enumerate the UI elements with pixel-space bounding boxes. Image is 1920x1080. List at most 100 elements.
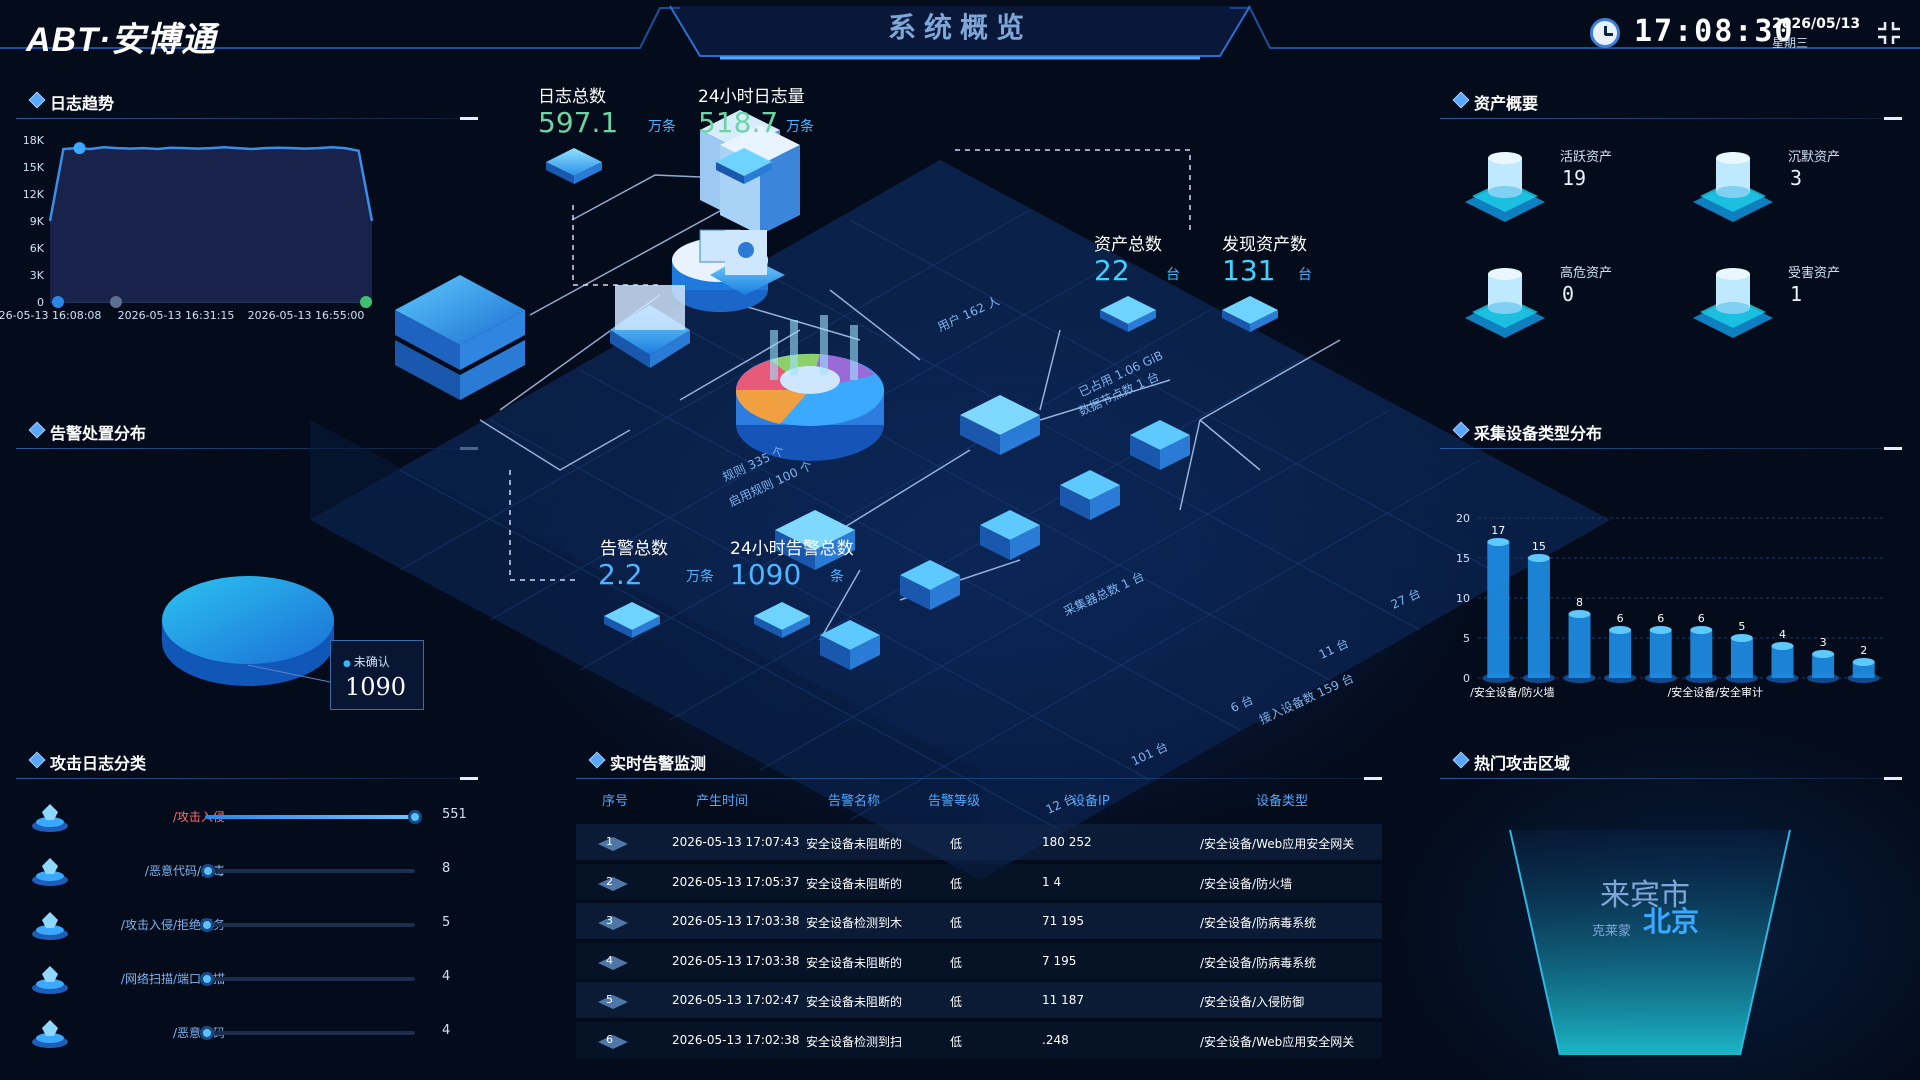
bar-cap (1852, 658, 1875, 666)
hot-region-collapse-button[interactable] (1884, 777, 1902, 780)
trend-line (48, 145, 374, 222)
asset-total-unit: 台 (1166, 267, 1180, 283)
bar[interactable] (1609, 630, 1632, 678)
cell-type: /安全设备/Web应用安全网关 (1200, 837, 1355, 851)
log-trend-collapse-button[interactable] (460, 117, 478, 120)
col-type[interactable]: 设备类型 (1256, 794, 1309, 809)
header: ABT·安博通 系统概览 17:08:30 2026/05/13 星期三 (0, 0, 1920, 62)
attack-shield-icon (32, 858, 68, 886)
attack-log-collapse-button[interactable] (460, 777, 478, 780)
bar[interactable] (1730, 638, 1753, 678)
fullscreen-icon[interactable] (1876, 20, 1902, 46)
asset-overview-collapse-button[interactable] (1884, 117, 1902, 120)
log-24h-tile-icon (716, 148, 772, 184)
bar-cap (1771, 642, 1794, 650)
alarm-24h-label: 24小时告警总数 (730, 539, 854, 559)
attack-bar-track (199, 972, 415, 986)
alarm-total-tile-icon (604, 602, 660, 638)
bar[interactable] (1812, 654, 1835, 678)
bar-value-label: 4 (1779, 628, 1786, 641)
bar[interactable] (1527, 558, 1550, 678)
y-tick-label: 15 (1456, 552, 1470, 565)
bar[interactable] (1852, 662, 1875, 678)
asset-total-tile-icon (1100, 296, 1156, 332)
attack-bar-knob (408, 810, 422, 824)
device-types-title: 采集设备类型分布 (1452, 420, 1602, 444)
x-tick-label: 2026-05-13 16:31:15 (118, 309, 235, 322)
clock-icon (1590, 18, 1620, 48)
range-handle[interactable] (52, 296, 64, 308)
asset-name: 活跃资产 (1560, 150, 1613, 165)
x-category-label: /安全设备/防火墙 (1470, 685, 1554, 699)
attack-category-value: 8 (442, 861, 451, 876)
pie-legend-value: 1090 (345, 673, 407, 701)
col-index[interactable]: 序号 (602, 794, 629, 809)
x-category-label: /安全设备/安全审计 (1668, 685, 1763, 699)
bar-value-label: 2 (1860, 644, 1867, 657)
bar-cap (1527, 554, 1550, 562)
realtime-alarm-collapse-button[interactable] (1364, 777, 1382, 780)
col-time[interactable]: 产生时间 (696, 794, 749, 809)
region-small-city: 克莱蒙 (1592, 924, 1632, 939)
col-name[interactable]: 告警名称 (828, 794, 881, 809)
bar[interactable] (1568, 614, 1591, 678)
attack-shield-icon (32, 804, 68, 832)
cell-type: /安全设备/入侵防御 (1200, 995, 1305, 1009)
device-types-divider (1440, 448, 1904, 449)
range-handle[interactable] (360, 296, 372, 308)
asset-name: 受害资产 (1788, 266, 1841, 281)
asset-total-value: 22 (1094, 254, 1130, 287)
bar[interactable] (1771, 646, 1794, 678)
attack-category-label: /网络扫描/端口扫描 (120, 972, 225, 986)
row-index-icon (598, 837, 628, 851)
range-handle[interactable] (110, 296, 122, 308)
cell-ip: .248 (1042, 1032, 1069, 1047)
bar-cap (1609, 626, 1632, 634)
cell-ip: 1 4 (1042, 874, 1062, 889)
col-ip[interactable]: 设备IP (1072, 794, 1110, 809)
asset-name: 高危资产 (1560, 266, 1613, 281)
col-level[interactable]: 告警等级 (928, 794, 981, 809)
log-trend-title: 日志趋势 (28, 90, 114, 114)
bar-value-label: 6 (1657, 612, 1664, 625)
y-tick-label: 3K (30, 269, 45, 282)
device-types-collapse-button[interactable] (1884, 447, 1902, 450)
bar[interactable] (1690, 630, 1713, 678)
bar-cap (1649, 626, 1672, 634)
y-tick-label: 18K (23, 134, 45, 147)
region-sub-city: 北京 (1643, 905, 1700, 938)
alarm-24h-unit: 条 (830, 569, 844, 585)
bar-cap (1690, 626, 1713, 634)
alarm-dist-divider (16, 448, 478, 449)
cell-name: 安全设备检测到扫 (806, 1034, 903, 1049)
attack-category-value: 551 (442, 807, 467, 822)
hot-region-divider (1440, 778, 1904, 779)
attack-shield-icon (32, 1020, 68, 1048)
bar-value-label: 17 (1491, 524, 1505, 537)
cell-type: /安全设备/Web应用安全网关 (1200, 1034, 1355, 1049)
asset-value: 0 (1562, 282, 1575, 306)
alarm-dist-title: 告警处置分布 (28, 420, 146, 444)
cell-index: 2 (606, 874, 613, 888)
log-total-tile-icon (546, 148, 602, 184)
row-index-icon (598, 916, 628, 930)
bar[interactable] (1487, 542, 1510, 678)
y-tick-label: 12K (23, 188, 45, 201)
bar[interactable] (1649, 630, 1672, 678)
rules-panel-icon (610, 285, 690, 368)
